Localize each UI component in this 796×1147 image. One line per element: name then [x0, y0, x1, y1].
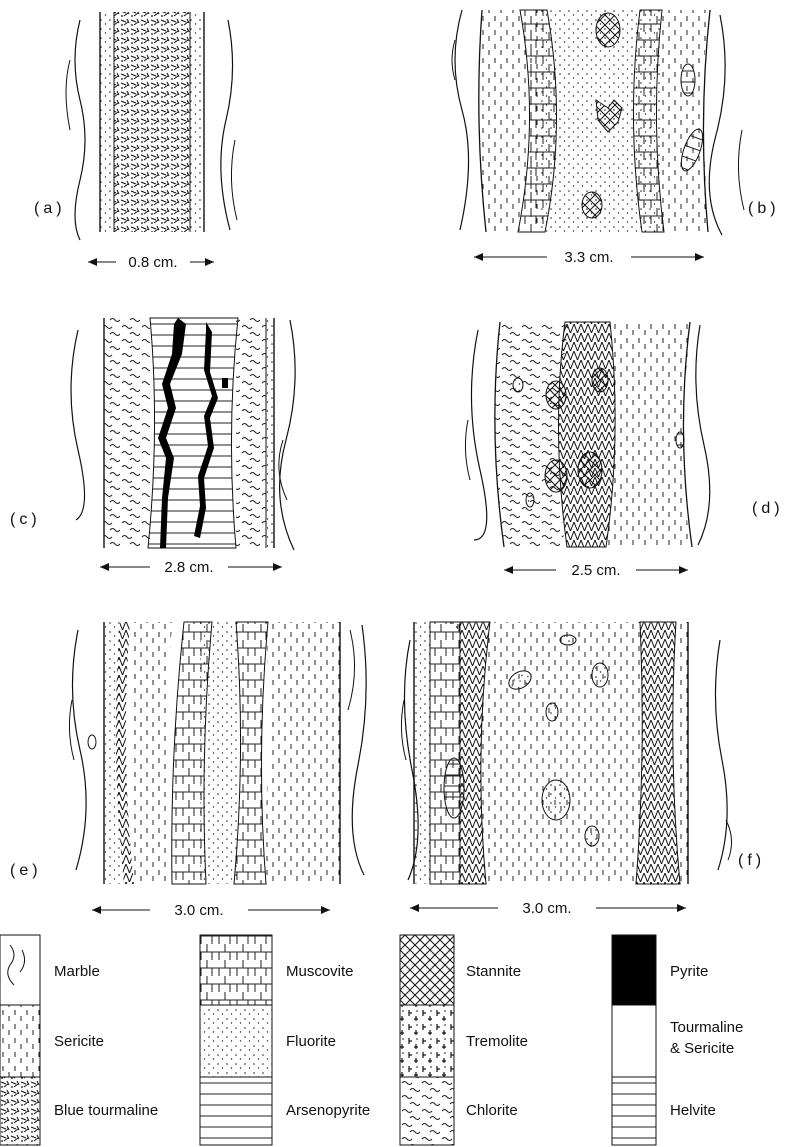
panel-f: (f) 3.0 cm. — [401, 622, 765, 918]
legend-muscovite: Muscovite — [200, 935, 354, 1005]
legend-pyrite-label: Pyrite — [670, 963, 708, 980]
panel-e: (e) 3.0 cm. — [10, 622, 366, 920]
legend-fluorite: Fluorite — [200, 1005, 336, 1077]
legend-blue-tourmaline-label: Blue tourmaline — [54, 1102, 158, 1119]
panel-f-width: 3.0 cm. — [522, 900, 571, 917]
legend-stannite: Stannite — [400, 935, 521, 1005]
legend-tremolite-label: Tremolite — [466, 1033, 528, 1050]
legend-tourmaline-sericite: Tourmaline & Sericite — [612, 1005, 748, 1077]
legend-pyrite: Pyrite — [612, 935, 708, 1005]
legend-arsenopyrite-label: Arsenopyrite — [286, 1102, 370, 1119]
panel-b: (b) 3.3 cm. — [452, 10, 780, 267]
panel-b-width: 3.3 cm. — [564, 249, 613, 266]
legend-helvite: Helvite — [612, 1077, 716, 1145]
panel-e-label: (e) — [10, 862, 42, 879]
legend-sericite-label: Sericite — [54, 1033, 104, 1050]
panel-f-label: (f) — [738, 852, 765, 869]
legend-chlorite: Chlorite — [400, 1077, 518, 1145]
legend: Marble Sericite Blue tourmaline Muscovit… — [0, 935, 748, 1145]
panel-c-width: 2.8 cm. — [164, 559, 213, 576]
legend-sericite: Sericite — [0, 1005, 104, 1077]
legend-arsenopyrite: Arsenopyrite — [200, 1077, 370, 1145]
legend-stannite-label: Stannite — [466, 963, 521, 980]
panel-d: (d) 2.5 cm. — [465, 322, 783, 580]
panel-e-width: 3.0 cm. — [174, 902, 223, 919]
legend-tremolite: Tremolite — [400, 1005, 528, 1077]
legend-blue-tourmaline: Blue tourmaline — [0, 1077, 158, 1145]
legend-fluorite-label: Fluorite — [286, 1033, 336, 1050]
legend-marble: Marble — [0, 935, 100, 1005]
legend-marble-label: Marble — [54, 963, 100, 980]
panel-a-label: (a) — [34, 200, 66, 217]
panel-c: (c) 2.8 cm. — [10, 318, 295, 577]
panel-d-label: (d) — [752, 500, 784, 517]
panel-b-label: (b) — [748, 200, 780, 217]
legend-helvite-label: Helvite — [670, 1102, 716, 1119]
legend-tourmaline-sericite-label: Tourmaline & Sericite — [670, 1019, 748, 1057]
panel-c-label: (c) — [10, 511, 41, 528]
legend-muscovite-label: Muscovite — [286, 963, 354, 980]
panel-a: (a) 0.8 cm. — [34, 12, 237, 272]
panel-a-width: 0.8 cm. — [128, 254, 177, 271]
panel-d-width: 2.5 cm. — [571, 562, 620, 579]
legend-chlorite-label: Chlorite — [466, 1102, 518, 1119]
